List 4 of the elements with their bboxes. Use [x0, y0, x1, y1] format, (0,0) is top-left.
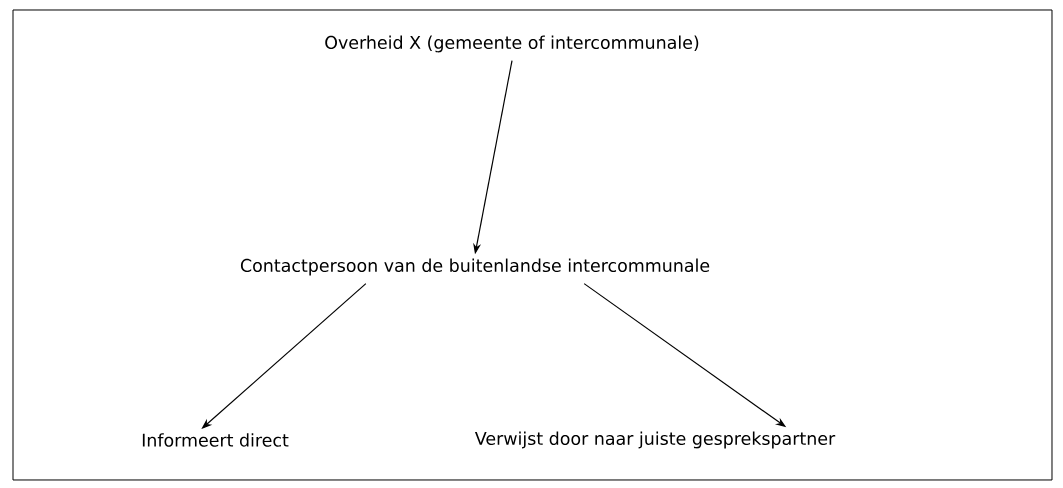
node-label: Verwijst door naar juiste gesprekspartner: [474, 431, 836, 449]
node-label: Informeert direct: [142, 433, 289, 447]
node-label: Contactpersoon van de buitenlandse intercommunale: [240, 258, 710, 276]
node-label: Overheid X (gemeente of intercommunale): [325, 35, 699, 53]
